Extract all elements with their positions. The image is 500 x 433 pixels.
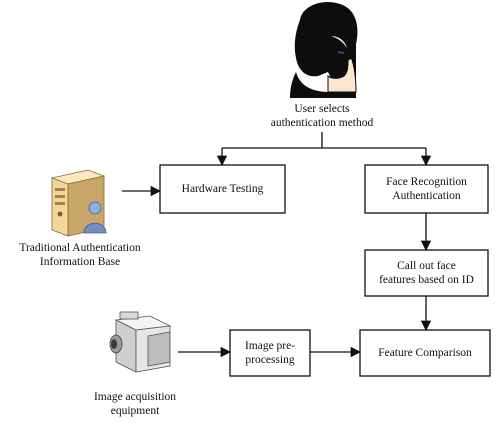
- feature-comparison-text: Feature Comparison: [378, 347, 472, 359]
- call-out-features-label: Call out face features based on ID: [365, 259, 488, 287]
- call-out-features-line-2: features based on ID: [379, 274, 474, 286]
- face-recognition-label: Face Recognition Authentication: [365, 175, 488, 203]
- image-preprocessing-box: [229, 329, 311, 377]
- connectors: [122, 132, 432, 358]
- camera-caption-line-1: Image acquisition: [93, 391, 177, 403]
- user-caption-line-2: authentication method: [270, 117, 374, 129]
- user-caption-line-1: User selects: [294, 103, 350, 115]
- server-caption-line-1: Traditional Authentication: [19, 242, 141, 254]
- feature-comparison-label: Feature Comparison: [360, 346, 490, 360]
- face-recognition-box: [364, 164, 489, 214]
- image-preprocessing-line-2: processing: [245, 354, 295, 366]
- face-recognition-line-1: Face Recognition: [386, 176, 467, 188]
- hardware-testing-label: Hardware Testing: [160, 182, 285, 196]
- server-caption: Traditional Authentication Information B…: [0, 241, 160, 269]
- server-caption-line-2: Information Base: [39, 256, 121, 268]
- camera-caption: Image acquisition equipment: [80, 390, 190, 418]
- image-preprocessing-line-1: Image pre-: [244, 340, 296, 352]
- call-out-features-line-1: Call out face: [397, 260, 456, 272]
- hardware-testing-text: Hardware Testing: [181, 183, 264, 195]
- feature-comparison-box: [359, 329, 491, 377]
- user-badge-icon: [83, 201, 107, 234]
- camera-caption-line-2: equipment: [110, 405, 160, 417]
- hardware-testing-box: [159, 164, 286, 214]
- user-caption: User selects authentication method: [247, 102, 397, 130]
- user-head-icon: [290, 1, 358, 98]
- server-with-user-icon: [50, 169, 107, 237]
- image-preprocessing-label: Image pre- processing: [230, 339, 310, 367]
- face-recognition-line-2: Authentication: [392, 190, 461, 202]
- camcorder-icon: [109, 311, 172, 373]
